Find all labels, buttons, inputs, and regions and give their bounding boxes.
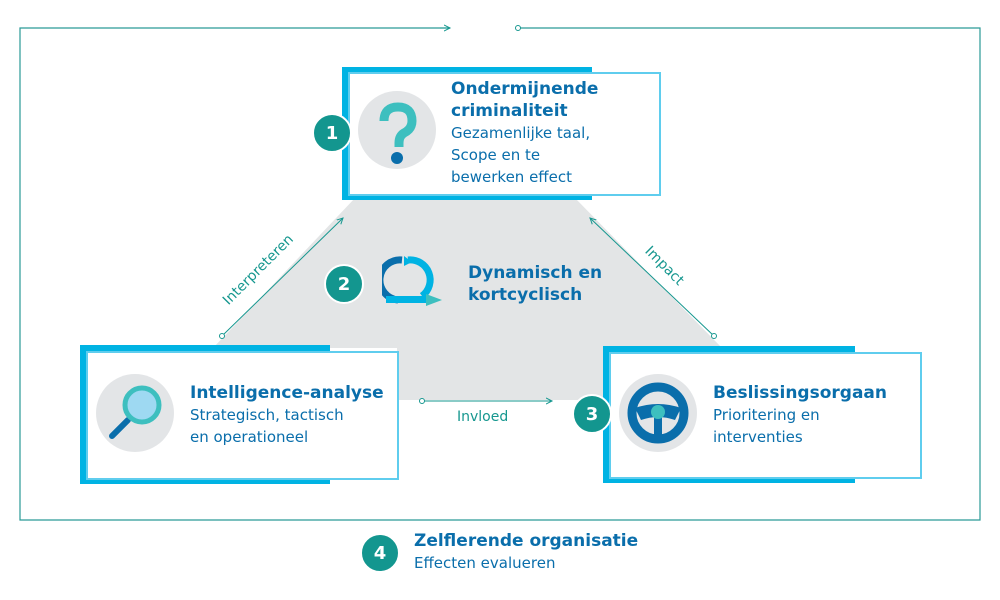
arrow-interpreteren-dot — [219, 333, 225, 339]
box-left-desc-2: en operationeel — [190, 428, 309, 446]
badge-1: 1 — [312, 113, 352, 153]
box1-title-1: Ondermijnende — [451, 79, 599, 99]
box-right-desc-1: Prioritering en — [713, 406, 820, 424]
footer-title: Zelflerende organisatie — [414, 531, 639, 551]
question-mark-icon — [358, 91, 436, 169]
badge-2: 2 — [324, 264, 364, 304]
box-left-desc-1: Strategisch, tactisch — [190, 406, 344, 424]
frame-dot — [515, 25, 521, 31]
box-right-text: Beslissingsorgaan Prioritering en interv… — [713, 382, 887, 448]
box-left-accent — [80, 345, 330, 484]
center-title-2: kortcyclisch — [468, 285, 583, 305]
box1-desc-2: Scope en te — [451, 146, 541, 164]
box-right-title: Beslissingsorgaan — [713, 383, 887, 403]
steering-wheel-icon — [619, 374, 697, 452]
arrow-impact — [590, 218, 715, 337]
box1-desc-1: Gezamenlijke taal, — [451, 124, 591, 142]
box-left-title: Intelligence-analyse — [190, 383, 384, 403]
footer-text: Zelflerende organisatie Effecten evaluer… — [414, 530, 638, 574]
box-right-desc-2: interventies — [713, 428, 803, 446]
outer-frame — [19, 27, 981, 521]
box1-desc-3: bewerken effect — [451, 168, 572, 186]
box1-title-2: criminaliteit — [451, 101, 568, 121]
footer-desc: Effecten evalueren — [414, 554, 556, 572]
center-text: Dynamisch en kortcyclisch — [468, 262, 602, 306]
arrow-interpreteren — [221, 218, 343, 337]
center-area — [213, 198, 722, 400]
arrow-invloed-dot — [419, 398, 425, 404]
badge-4: 4 — [360, 533, 400, 573]
cycle-arrows-icon — [382, 256, 442, 306]
magnifier-icon — [96, 374, 174, 452]
box-left-text: Intelligence-analyse Strategisch, tactis… — [190, 382, 384, 448]
badge-3: 3 — [572, 394, 612, 434]
center-title-1: Dynamisch en — [468, 263, 603, 283]
arrow-impact-dot — [711, 333, 717, 339]
box1-text: Ondermijnende criminaliteit Gezamenlijke… — [451, 78, 598, 188]
label-invloed: Invloed — [457, 409, 509, 425]
